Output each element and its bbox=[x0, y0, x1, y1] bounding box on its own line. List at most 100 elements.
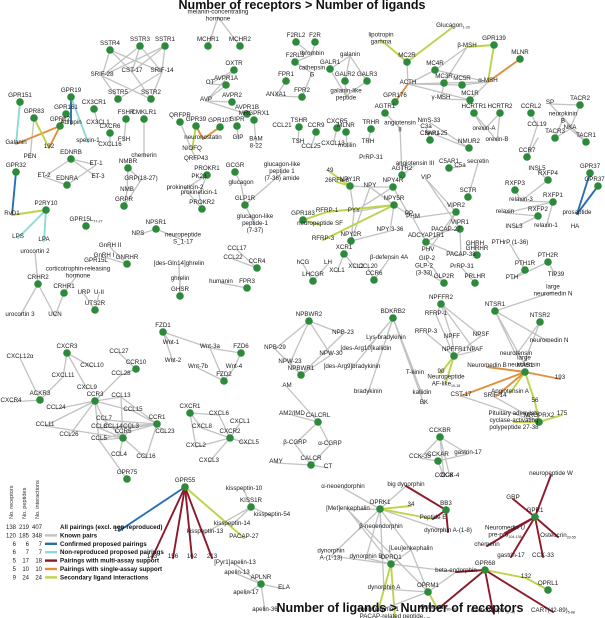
legend-count: 24 bbox=[35, 575, 42, 581]
ligand-label-cxcl5: CXCL5 bbox=[239, 439, 260, 446]
ligand-label-kisspeptin14: kisspeptin-14 bbox=[214, 520, 251, 527]
ligand-label-hcg: hCG bbox=[297, 259, 310, 266]
receptor-label-cxcr5: CXCR5 bbox=[327, 118, 349, 125]
ligand-label-nofq: N/OFQ bbox=[182, 145, 202, 152]
receptor-node-grpr bbox=[120, 202, 128, 210]
ligand-label-n132: 132 bbox=[521, 573, 532, 580]
ligand-label-gpr1827: GRP(18-27) bbox=[124, 175, 157, 182]
legend-count: 7 bbox=[39, 542, 43, 548]
edge-ccr5-ccl11 bbox=[44, 425, 124, 439]
edge-oprm1-dynorphina bbox=[383, 588, 429, 593]
receptor-node-sstr1 bbox=[161, 42, 169, 50]
receptor-label-ckar: CCKAR bbox=[427, 451, 449, 458]
edge-gpr55-n162 bbox=[184, 486, 193, 559]
legend-count: 5 bbox=[13, 567, 17, 573]
edge-gpr68-betaendorphin bbox=[455, 569, 486, 573]
ligand-label-u2: U-II bbox=[94, 289, 104, 296]
receptor-label-glp1r: GLP1R bbox=[235, 195, 256, 202]
edge-grpr-gpr1827 bbox=[123, 179, 142, 207]
edge-ednrb-et3 bbox=[70, 158, 99, 179]
edge-opro1-leuenk bbox=[390, 549, 412, 565]
receptor-node-gpr37l1 bbox=[594, 182, 602, 190]
ligand-label-dynorphina: dynorphin A bbox=[368, 584, 402, 591]
legend-label: Secondary ligand interactions bbox=[60, 574, 149, 581]
receptor-node-fzd2 bbox=[220, 377, 228, 385]
edge-ccr7-ccl19 bbox=[526, 125, 538, 158]
ligand-label-sp: SP bbox=[546, 99, 554, 106]
receptor-label-crhr1: CRHR1 bbox=[53, 283, 75, 290]
ligand-label-pth: PTH bbox=[506, 274, 518, 281]
receptor-label-ackr3: ACKR3 bbox=[30, 390, 51, 397]
edge-glp1r-gluclike bbox=[244, 172, 283, 206]
receptor-node-glp1r bbox=[241, 201, 249, 209]
ligand-label-n175: 175 bbox=[557, 410, 568, 417]
edge-npy4r-pp bbox=[392, 186, 410, 216]
edge-npy5r-npy bbox=[369, 186, 395, 206]
ligand-label-bneoendorphin: β-neoendorphin bbox=[359, 523, 403, 530]
receptor-label-rxfp1: RXFP1 bbox=[543, 192, 564, 199]
edge-bb3-bigdynorphin bbox=[405, 485, 447, 511]
edge-calcrl-am bbox=[286, 386, 319, 423]
receptor-node-gpr1 bbox=[531, 513, 539, 521]
edge-ccr1-ccl14 bbox=[112, 423, 158, 429]
edge-calcrl-bcgrp bbox=[294, 421, 319, 445]
ligand-label-grp: GRP bbox=[506, 494, 519, 501]
edge-ccr3-ccl24 bbox=[55, 400, 96, 410]
receptor-label-ghsr: GHSR bbox=[171, 286, 189, 293]
receptor-label-mc1r: MC1R bbox=[461, 90, 479, 97]
legend-count: 17 bbox=[22, 559, 29, 565]
receptor-label-oprk1: OPRK1 bbox=[370, 499, 392, 506]
edge-sstr1-srif28 bbox=[101, 45, 166, 77]
edge-oxtr-avp bbox=[205, 69, 235, 102]
receptor-label-ccbkr: CCKBR bbox=[429, 427, 451, 434]
receptor-label-npbwr1: NPBWR1 bbox=[288, 365, 315, 372]
ligand-label-nka: NKA bbox=[564, 124, 578, 131]
receptor-node-gpr68 bbox=[481, 566, 489, 574]
ligand-label-cx3cl1: CX3CL1 bbox=[86, 119, 110, 126]
ligand-label-neuronostatin: neuronostatin bbox=[184, 134, 222, 141]
edge-oprk1-aneoendorphin bbox=[342, 487, 381, 510]
edge-sctr-secretin bbox=[467, 162, 479, 198]
edge-oprk1-peptidee bbox=[379, 508, 434, 520]
edge-npffr1-npsf bbox=[453, 335, 482, 357]
title-bottom: Number of ligands > Number of receptors bbox=[277, 601, 524, 615]
ligand-label-rfrp3b: RFRP-3 bbox=[415, 328, 438, 335]
ligand-label-nmb: NMB bbox=[120, 186, 134, 193]
receptor-label-tshr: TSHR bbox=[291, 117, 308, 124]
receptor-node-xcr1 bbox=[340, 250, 348, 258]
receptor-node-ccrl2 bbox=[527, 109, 535, 117]
receptor-label-p2ry10: P2RY10 bbox=[35, 200, 58, 207]
edge-rxfp2-relaxin bbox=[504, 212, 539, 217]
edge-ednrb-et1 bbox=[70, 158, 97, 166]
ligand-label-cxcl6: CXCL6 bbox=[209, 410, 230, 417]
receptor-label-ccr5: CCR5 bbox=[115, 428, 132, 435]
ligand-label-cxcl8: CXCL8 bbox=[192, 423, 213, 430]
edge-aplnr-pyrapelin bbox=[234, 563, 262, 585]
receptor-label-fzd1: FZD1 bbox=[155, 322, 171, 329]
edge-oprl1-n132 bbox=[525, 577, 549, 591]
receptor-node-f2rl2 bbox=[292, 38, 300, 46]
receptor-node-calcr bbox=[307, 461, 315, 469]
edge-mc5r-acth bbox=[407, 83, 463, 86]
edge-ackr3-cxcr4 bbox=[10, 399, 41, 403]
receptor-label-rxfp4: RXFP4 bbox=[538, 170, 559, 177]
edge-ccbkr-ck33 bbox=[419, 436, 441, 459]
edge-mc2r-glucagon19 bbox=[406, 26, 454, 63]
receptor-node-ccr10 bbox=[132, 365, 140, 373]
receptor-label-xcr1: XCR1 bbox=[336, 244, 353, 251]
edge-mchr2-mch bbox=[217, 16, 241, 47]
receptor-label-gpr139: GPR139 bbox=[482, 35, 506, 42]
ligand-label-kisspeptin10: kisspeptin-10 bbox=[226, 485, 263, 492]
edge-ccr5-ccl13 bbox=[120, 396, 124, 439]
receptor-node-tacr3 bbox=[551, 134, 559, 142]
ligand-label-spexin1: spexin-1 bbox=[76, 137, 100, 144]
edge-npbwr2-npb29 bbox=[274, 320, 310, 350]
ligand-label-srif28: SRIF-28 bbox=[90, 71, 114, 78]
edge-fpr2-anxa1 bbox=[275, 95, 303, 98]
ligand-label-gnrh1: GnRH I bbox=[94, 252, 115, 259]
receptor-node-npy4r bbox=[389, 183, 397, 191]
edge-ccr4-ccl22 bbox=[232, 258, 258, 269]
edge-sstr4-srif28 bbox=[101, 49, 111, 77]
